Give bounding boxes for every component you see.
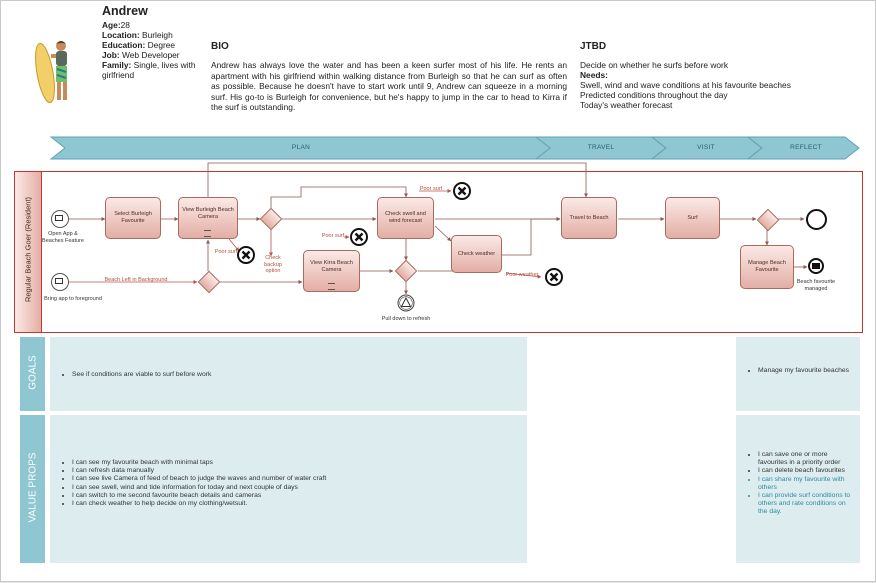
value-props-reflect-panel: I can save one or more favourites in a p… (736, 415, 860, 563)
envelope-icon (812, 263, 820, 269)
task-view-burleigh-camera: View Burleigh Beach Camera (178, 197, 238, 239)
start-event-foreground (51, 273, 69, 291)
task-surf: Surf (665, 197, 720, 239)
end-event-managed-label: Beach favourite managed (796, 279, 836, 292)
value-props-sidebar (20, 415, 45, 563)
swimlane (14, 171, 863, 333)
list-item: I can see live Camera of feed of beach t… (72, 475, 527, 483)
start-event-open-app (51, 210, 69, 228)
list-item: I can see swell, wind and tide informati… (72, 484, 527, 492)
list-item: I can delete beach favourites (758, 467, 854, 475)
poor-surf-label-3: Poor surf (419, 186, 443, 192)
task-check-swell-wind: Check swell and wind forecast (377, 197, 434, 239)
poor-surf-label-1: Poor surf (214, 249, 238, 255)
bio-heading: BIO (211, 41, 229, 52)
list-item: I can save one or more favourites in a p… (758, 451, 854, 467)
phase-reflect: REFLECT (790, 144, 822, 151)
start-event-foreground-label: Bring app to foreground (44, 296, 102, 302)
persona-details: Age:28 Location: Burleigh Education: Deg… (102, 20, 196, 80)
check-backup-label: Check backup option (264, 255, 282, 274)
menu-icon (204, 230, 211, 237)
phase-travel: TRAVEL (587, 144, 615, 151)
task-manage-beach-favourite: Manage Beach Favourite (740, 245, 794, 289)
end-event (806, 209, 827, 230)
pull-refresh-label: Pull down to refresh (381, 316, 431, 322)
list-item: I can provide surf conditions to others … (758, 492, 854, 517)
poor-surf-label-2: Poor surf (321, 233, 345, 239)
cancel-icon (453, 182, 471, 200)
task-travel-to-beach: Travel to Beach (561, 197, 617, 239)
bio-text: Andrew has always love the water and has… (211, 60, 567, 112)
cancel-icon (350, 228, 368, 246)
goals-plan-panel: See if conditions are viable to surf bef… (50, 337, 527, 411)
list-item: I can see my favourite beach with minima… (72, 459, 527, 467)
goals-sidebar (20, 337, 45, 411)
goals-label: GOALS (27, 355, 39, 390)
value-props-plan-panel: I can see my favourite beach with minima… (50, 415, 527, 563)
msg-background-label: Beach Left in Background (104, 277, 168, 283)
persona-avatar (35, 41, 67, 104)
persona-name: Andrew (102, 4, 148, 18)
phase-plan: PLAN (291, 144, 311, 151)
list-item: I can switch to me second favourite beac… (72, 492, 527, 500)
menu-icon (328, 283, 335, 290)
task-check-weather: Check weather (451, 235, 502, 273)
envelope-icon (55, 215, 63, 221)
jtbd-heading: JTBD (580, 41, 607, 52)
goals-reflect-panel: Manage my favourite beaches (736, 337, 860, 411)
envelope-icon (55, 278, 63, 284)
list-item: I can check weather to help decide on my… (72, 500, 527, 508)
poor-weather-label: Poor weather (505, 272, 539, 278)
list-item: I can refresh data manually (72, 467, 527, 475)
task-view-kirra-camera: View Kirra Beach Camera (303, 250, 360, 292)
list-item: Manage my favourite beaches (758, 367, 860, 375)
jtbd-text: Decide on whether he surfs before work N… (580, 60, 791, 110)
task-select-burleigh: Select Burleigh Favourite (105, 197, 161, 239)
start-event-open-app-label: Open App & Beaches Feature (42, 231, 84, 244)
refresh-event-icon (397, 294, 415, 312)
list-item: I can share my favourite with others (758, 476, 854, 492)
value-props-label: VALUE PROPS (27, 452, 39, 523)
cancel-icon (237, 246, 255, 264)
phase-visit: VISIT (697, 144, 715, 151)
swimlane-header (15, 172, 42, 332)
list-item: See if conditions are viable to surf bef… (72, 371, 527, 379)
cancel-icon (545, 268, 563, 286)
